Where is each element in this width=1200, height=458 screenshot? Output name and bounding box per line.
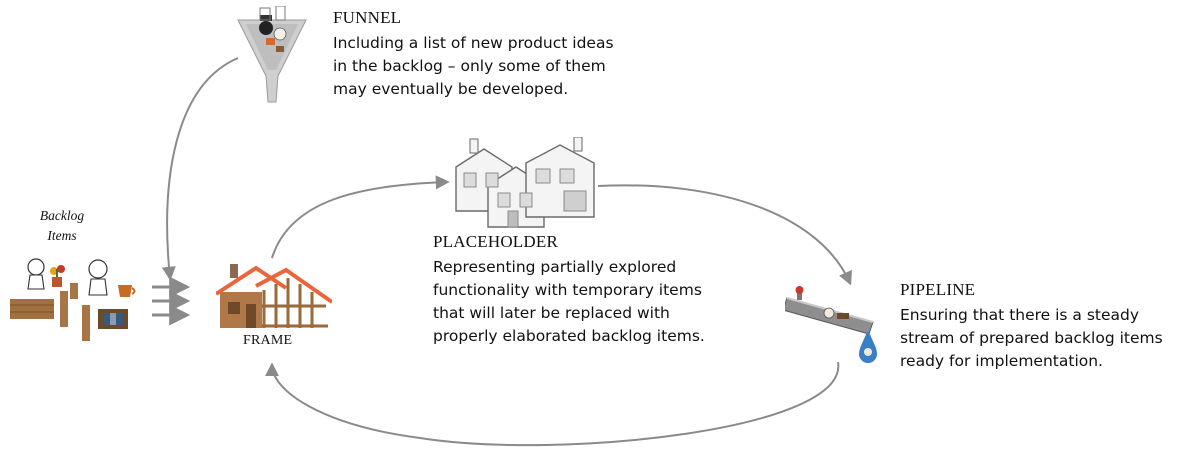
backlog-to-frame-arrows (152, 276, 191, 326)
placeholder-title: PLACEHOLDER (433, 232, 558, 251)
funnel-line: may eventually be developed. (333, 80, 569, 98)
pipeline-line: stream of prepared backlog items (900, 329, 1163, 347)
placeholder-description: Representing partially explored function… (433, 256, 763, 348)
frame-to-placeholder-arrow (271, 175, 450, 259)
frame-house-icon (216, 264, 332, 328)
funnel-title: FUNNEL (333, 8, 402, 27)
funnel-to-frame-arrow (161, 57, 239, 281)
pipeline-description: Ensuring that there is a steady stream o… (900, 304, 1195, 373)
pipeline-icon (785, 286, 877, 363)
pipeline-line: Ensuring that there is a steady (900, 306, 1140, 324)
pipeline-title: PIPELINE (900, 280, 976, 299)
placeholder-line: that will later be replaced with (433, 304, 670, 322)
frame-title: FRAME (243, 333, 293, 348)
funnel-icon (237, 6, 307, 103)
pipeline-to-frame-arrow (265, 361, 840, 447)
placeholder-houses-icon (455, 137, 595, 228)
placeholder-to-pipeline-arrow (597, 184, 852, 286)
funnel-line: Including a list of new product ideas (333, 34, 614, 52)
funnel-description: Including a list of new product ideas in… (333, 32, 673, 101)
placeholder-line: properly elaborated backlog items. (433, 327, 705, 345)
backlog-label: Backlog Items (39, 208, 85, 243)
pipeline-line: ready for implementation. (900, 352, 1103, 370)
placeholder-line: functionality with temporary items (433, 281, 702, 299)
placeholder-line: Representing partially explored (433, 258, 677, 276)
funnel-line: in the backlog – only some of them (333, 57, 606, 75)
backlog-items-icon (10, 258, 136, 341)
